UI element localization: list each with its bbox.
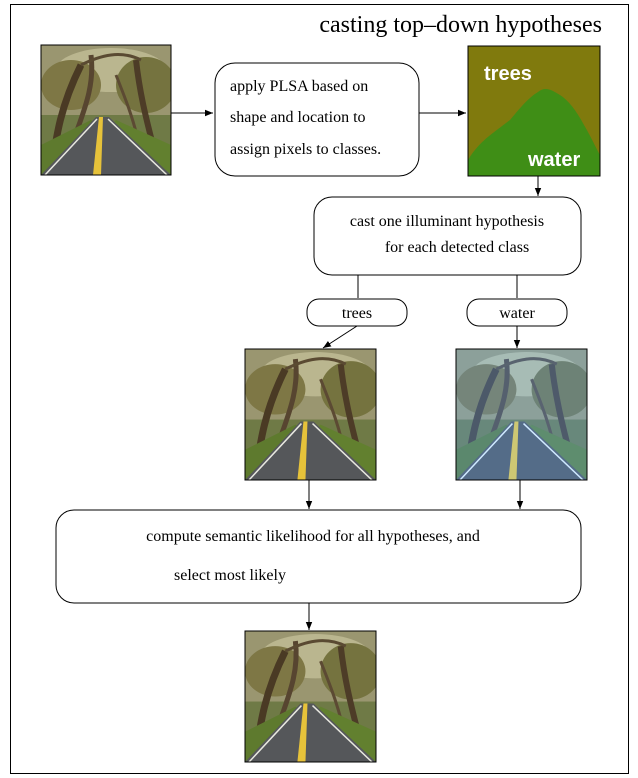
segmentation-map: trees water [467,45,601,177]
segment-label-water: water [527,149,580,171]
hypothesis-step-line-1: cast one illuminant hypothesis [350,213,544,230]
hypothesis-label-water: water [466,298,568,327]
plsa-step-line-2: shape and location to [230,109,366,126]
likelihood-step-line-1: compute semantic likelihood for all hypo… [146,528,480,545]
input-photo [40,44,172,176]
hypothesis-image-water [455,348,588,481]
likelihood-step-box: compute semantic likelihood for all hypo… [55,509,582,604]
diagram-title: casting top–down hypotheses [319,12,602,38]
hypothesis-label-trees: trees [306,298,408,327]
hypothesis-step-line-2: for each detected class [385,239,529,256]
hypothesis-label-trees-text: trees [342,305,372,322]
segment-water-region [468,88,600,176]
hypothesis-image-trees [244,348,377,481]
likelihood-step-line-2: select most likely [174,567,286,584]
arrow-trees-label-to-image [322,325,358,349]
plsa-step-line-1: apply PLSA based on [230,78,368,95]
segment-label-trees: trees [484,63,532,85]
hypothesis-label-water-text: water [499,305,535,322]
plsa-step-line-3: assign pixels to classes. [230,141,381,158]
hypothesis-step-box: cast one illuminant hypothesis for each … [313,196,582,276]
plsa-step-box: apply PLSA based on shape and location t… [214,62,420,177]
outer-frame [10,4,629,774]
output-photo [244,630,377,763]
